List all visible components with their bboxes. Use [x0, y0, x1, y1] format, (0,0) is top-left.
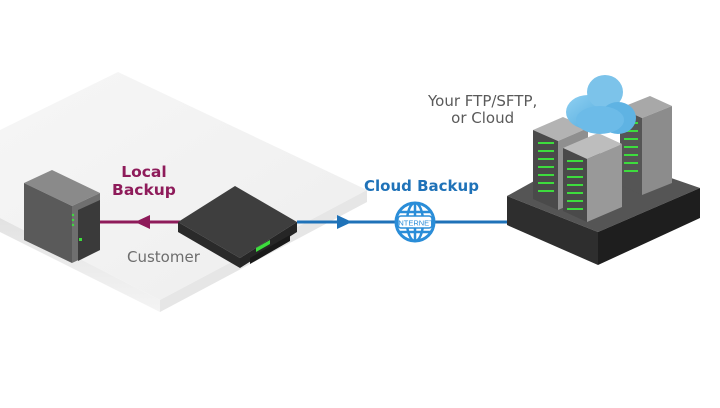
- destination-label: Your FTP/SFTP, or Cloud: [428, 92, 538, 128]
- local-backup-label-line1: Local: [121, 163, 167, 181]
- local-backup-label-line2: Backup: [112, 180, 176, 199]
- internet-globe-icon: INTERNET: [394, 201, 436, 243]
- internet-label: INTERNET: [396, 219, 434, 228]
- local-backup-arrow-icon: [135, 215, 150, 229]
- cloud-backup-label: Cloud Backup: [364, 177, 479, 195]
- cloud-icon: [566, 75, 636, 134]
- server-rack-front-icon: [563, 133, 622, 222]
- local-backup-connector: [100, 215, 180, 229]
- local-storage-server-icon: [24, 170, 100, 263]
- destination-label-line1: Your FTP/SFTP,: [428, 92, 538, 110]
- destination-label-line2: or Cloud: [451, 109, 515, 128]
- local-backup-label: Local Backup: [112, 163, 176, 200]
- customer-label: Customer: [127, 248, 200, 266]
- backup-appliance-icon: [178, 186, 297, 268]
- cloud-backup-arrow-icon: [337, 215, 352, 229]
